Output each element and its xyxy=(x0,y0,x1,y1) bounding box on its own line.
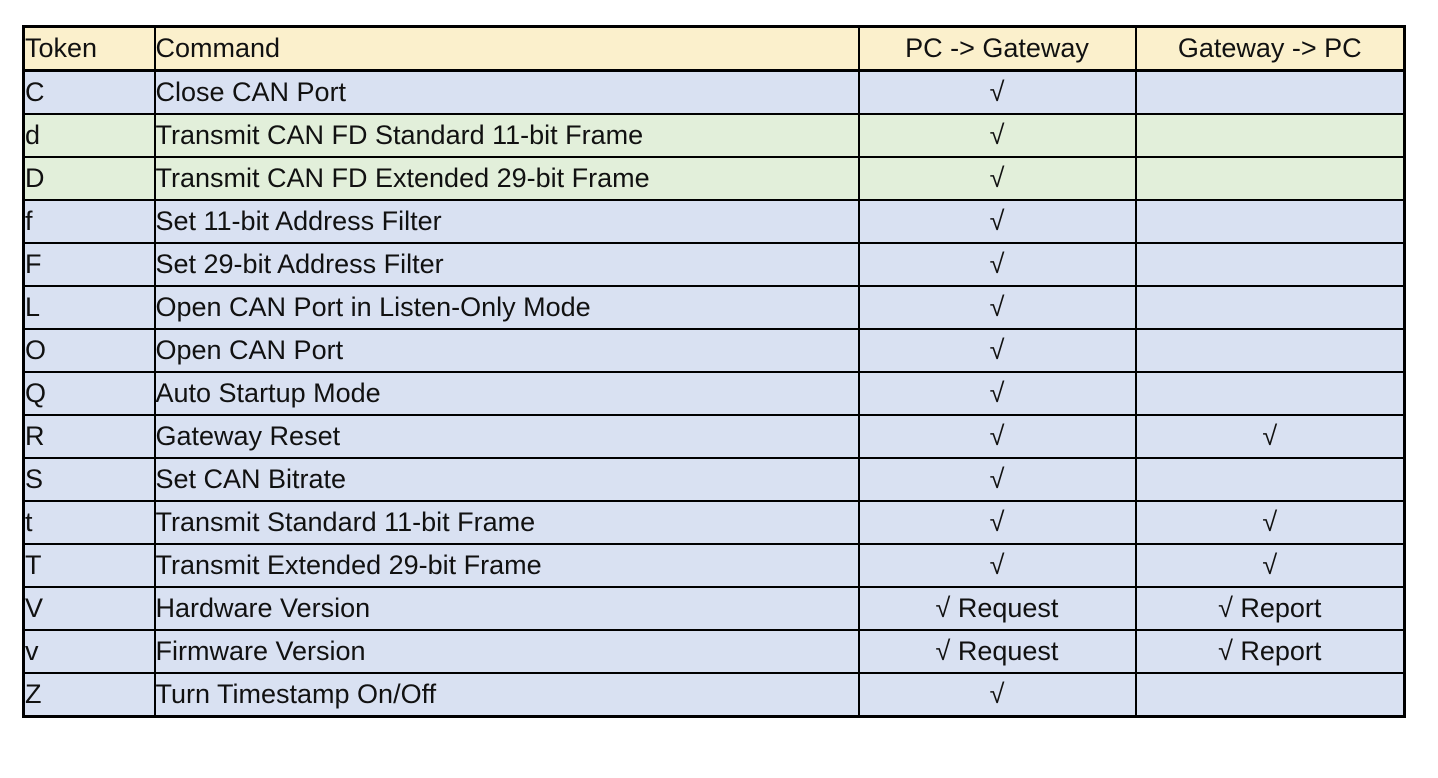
gateway-to-pc-cell xyxy=(1134,113,1406,158)
pc-to-gateway-cell: √ xyxy=(857,500,1137,545)
command-cell: Turn Timestamp On/Off xyxy=(153,672,860,718)
gateway-to-pc-cell xyxy=(1134,328,1406,373)
table-row: t Transmit Standard 11-bit Frame √ √ xyxy=(22,500,1406,545)
token-cell: R xyxy=(22,414,156,459)
gateway-to-pc-cell xyxy=(1134,156,1406,201)
pc-to-gateway-cell: √ xyxy=(857,199,1137,244)
gateway-to-pc-cell: √ xyxy=(1134,543,1406,588)
token-cell: d xyxy=(22,113,156,158)
pc-to-gateway-cell: √ xyxy=(857,156,1137,201)
pc-to-gateway-cell: √ xyxy=(857,328,1137,373)
command-cell: Open CAN Port xyxy=(153,328,860,373)
table-row: v Firmware Version √ Request √ Report xyxy=(22,629,1406,674)
table-row: L Open CAN Port in Listen-Only Mode √ xyxy=(22,285,1406,330)
command-cell: Firmware Version xyxy=(153,629,860,674)
table-row: V Hardware Version √ Request √ Report xyxy=(22,586,1406,631)
table-row: Q Auto Startup Mode √ xyxy=(22,371,1406,416)
pc-to-gateway-cell: √ xyxy=(857,457,1137,502)
pc-to-gateway-cell: √ xyxy=(857,113,1137,158)
gateway-to-pc-cell xyxy=(1134,69,1406,115)
token-cell: f xyxy=(22,199,156,244)
command-cell: Transmit CAN FD Extended 29-bit Frame xyxy=(153,156,860,201)
header-row: Token Command PC -> Gateway Gateway -> P… xyxy=(22,25,1406,72)
table-row: O Open CAN Port √ xyxy=(22,328,1406,373)
gateway-to-pc-cell: √ Report xyxy=(1134,586,1406,631)
gateway-to-pc-cell xyxy=(1134,285,1406,330)
gateway-to-pc-cell xyxy=(1134,199,1406,244)
pc-to-gateway-cell: √ xyxy=(857,371,1137,416)
gateway-to-pc-cell xyxy=(1134,371,1406,416)
table-row: S Set CAN Bitrate √ xyxy=(22,457,1406,502)
token-cell: V xyxy=(22,586,156,631)
table-row: R Gateway Reset √ √ xyxy=(22,414,1406,459)
gateway-to-pc-cell xyxy=(1134,457,1406,502)
gateway-to-pc-cell: √ xyxy=(1134,500,1406,545)
column-header-pc-to-gateway: PC -> Gateway xyxy=(857,25,1137,72)
table-row: C Close CAN Port √ xyxy=(22,69,1406,115)
gateway-to-pc-cell xyxy=(1134,242,1406,287)
table-row: d Transmit CAN FD Standard 11-bit Frame … xyxy=(22,113,1406,158)
pc-to-gateway-cell: √ xyxy=(857,414,1137,459)
token-cell: F xyxy=(22,242,156,287)
command-cell: Gateway Reset xyxy=(153,414,860,459)
command-cell: Set 11-bit Address Filter xyxy=(153,199,860,244)
pc-to-gateway-cell: √ xyxy=(857,285,1137,330)
table-row: T Transmit Extended 29-bit Frame √ √ xyxy=(22,543,1406,588)
column-header-gateway-to-pc: Gateway -> PC xyxy=(1134,25,1406,72)
command-cell: Set 29-bit Address Filter xyxy=(153,242,860,287)
pc-to-gateway-cell: √ xyxy=(857,543,1137,588)
gateway-to-pc-cell xyxy=(1134,672,1406,718)
pc-to-gateway-cell: √ xyxy=(857,672,1137,718)
command-cell: Transmit Standard 11-bit Frame xyxy=(153,500,860,545)
command-cell: Transmit Extended 29-bit Frame xyxy=(153,543,860,588)
column-header-token: Token xyxy=(22,25,156,72)
command-cell: Close CAN Port xyxy=(153,69,860,115)
command-cell: Hardware Version xyxy=(153,586,860,631)
token-cell: S xyxy=(22,457,156,502)
token-cell: T xyxy=(22,543,156,588)
command-cell: Set CAN Bitrate xyxy=(153,457,860,502)
gateway-to-pc-cell: √ xyxy=(1134,414,1406,459)
command-cell: Open CAN Port in Listen-Only Mode xyxy=(153,285,860,330)
column-header-command: Command xyxy=(153,25,860,72)
command-cell: Auto Startup Mode xyxy=(153,371,860,416)
pc-to-gateway-cell: √ Request xyxy=(857,629,1137,674)
table-row: f Set 11-bit Address Filter √ xyxy=(22,199,1406,244)
token-cell: t xyxy=(22,500,156,545)
token-cell: v xyxy=(22,629,156,674)
token-cell: Z xyxy=(22,672,156,718)
token-cell: Q xyxy=(22,371,156,416)
pc-to-gateway-cell: √ xyxy=(857,69,1137,115)
table-row: Z Turn Timestamp On/Off √ xyxy=(22,672,1406,718)
token-cell: C xyxy=(22,69,156,115)
gateway-to-pc-cell: √ Report xyxy=(1134,629,1406,674)
token-cell: D xyxy=(22,156,156,201)
token-cell: O xyxy=(22,328,156,373)
table-row: D Transmit CAN FD Extended 29-bit Frame … xyxy=(22,156,1406,201)
command-cell: Transmit CAN FD Standard 11-bit Frame xyxy=(153,113,860,158)
pc-to-gateway-cell: √ xyxy=(857,242,1137,287)
token-cell: L xyxy=(22,285,156,330)
table-row: F Set 29-bit Address Filter √ xyxy=(22,242,1406,287)
command-reference-table: Token Command PC -> Gateway Gateway -> P… xyxy=(22,25,1406,718)
pc-to-gateway-cell: √ Request xyxy=(857,586,1137,631)
